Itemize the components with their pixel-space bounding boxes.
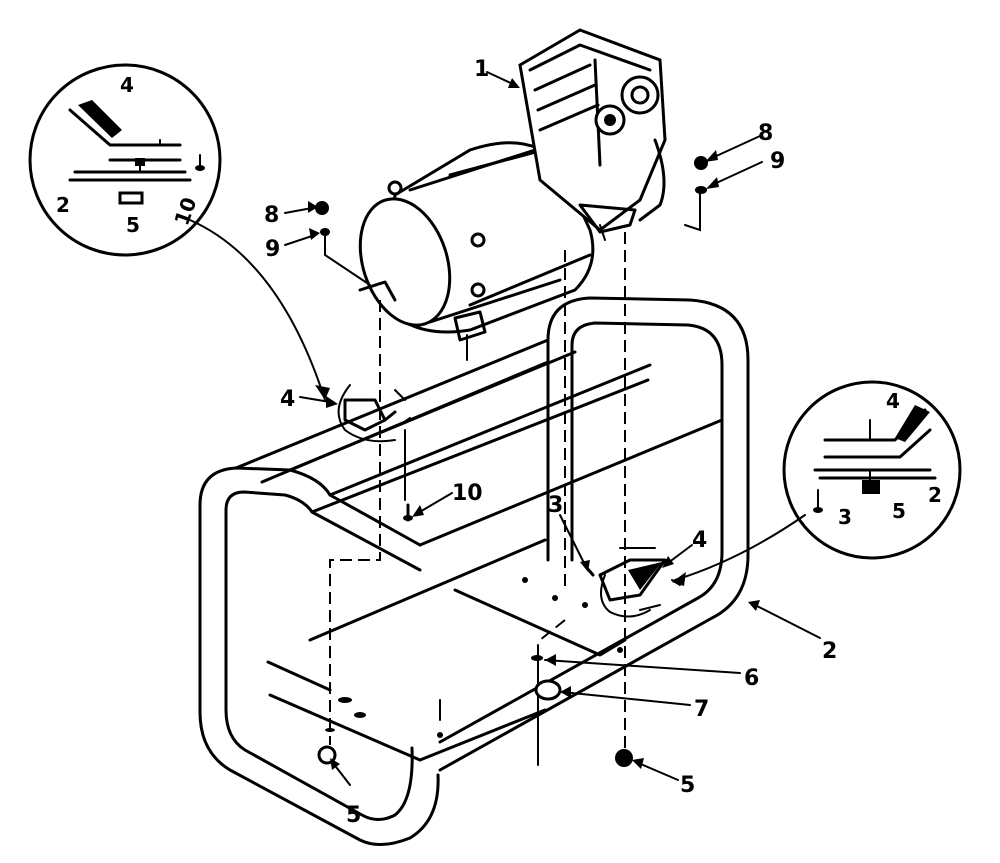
- assembly-guide-lines: [324, 189, 701, 766]
- callout-6: 6: [744, 666, 759, 691]
- detail-left-label-2: 2: [56, 193, 70, 217]
- nut-5-right: [615, 749, 633, 767]
- callout-8-right: 8: [758, 121, 773, 146]
- nut-8-left: [315, 201, 329, 215]
- nut-8-right: [694, 156, 708, 170]
- detail-left-label-5: 5: [126, 213, 140, 237]
- callout-leaders: [284, 71, 821, 786]
- detail-right-label-4: 4: [886, 389, 900, 413]
- engine: [518, 28, 667, 241]
- detail-left-label-4: 4: [120, 73, 134, 97]
- callout-4-left: 4: [280, 387, 295, 412]
- detail-view-left: [28, 63, 330, 401]
- washer-9-left: [320, 228, 330, 236]
- callout-3: 3: [548, 493, 563, 518]
- left-bracket-inset: [337, 384, 411, 443]
- callout-9-left: 9: [265, 237, 280, 262]
- callout-5-right: 5: [680, 773, 695, 798]
- callout-2: 2: [822, 639, 837, 664]
- bracket-4-left: [343, 398, 387, 432]
- callout-8-left: 8: [264, 203, 279, 228]
- tube-frame: [198, 296, 750, 846]
- washer-9-right: [695, 186, 707, 194]
- callout-7: 7: [694, 697, 709, 722]
- detail-right-label-5: 5: [892, 499, 906, 523]
- bolt-6: [531, 655, 543, 661]
- mount-7: [534, 679, 562, 701]
- callout-labels: 1 8 9 8 9 4 10 3 4 2 6 7 5 5 4 2 10 5 4 …: [56, 57, 942, 828]
- detail-view-right: [672, 380, 962, 586]
- callout-5-left: 5: [346, 803, 361, 828]
- callout-1: 1: [474, 57, 489, 82]
- bracket-4-right: [598, 558, 667, 602]
- detail-right-label-2: 2: [928, 483, 942, 507]
- callout-10: 10: [452, 481, 483, 506]
- callout-4-right: 4: [692, 528, 707, 553]
- detail-right-label-3: 3: [838, 505, 852, 529]
- callout-9-right: 9: [770, 149, 785, 174]
- right-bracket-inset: [598, 547, 681, 618]
